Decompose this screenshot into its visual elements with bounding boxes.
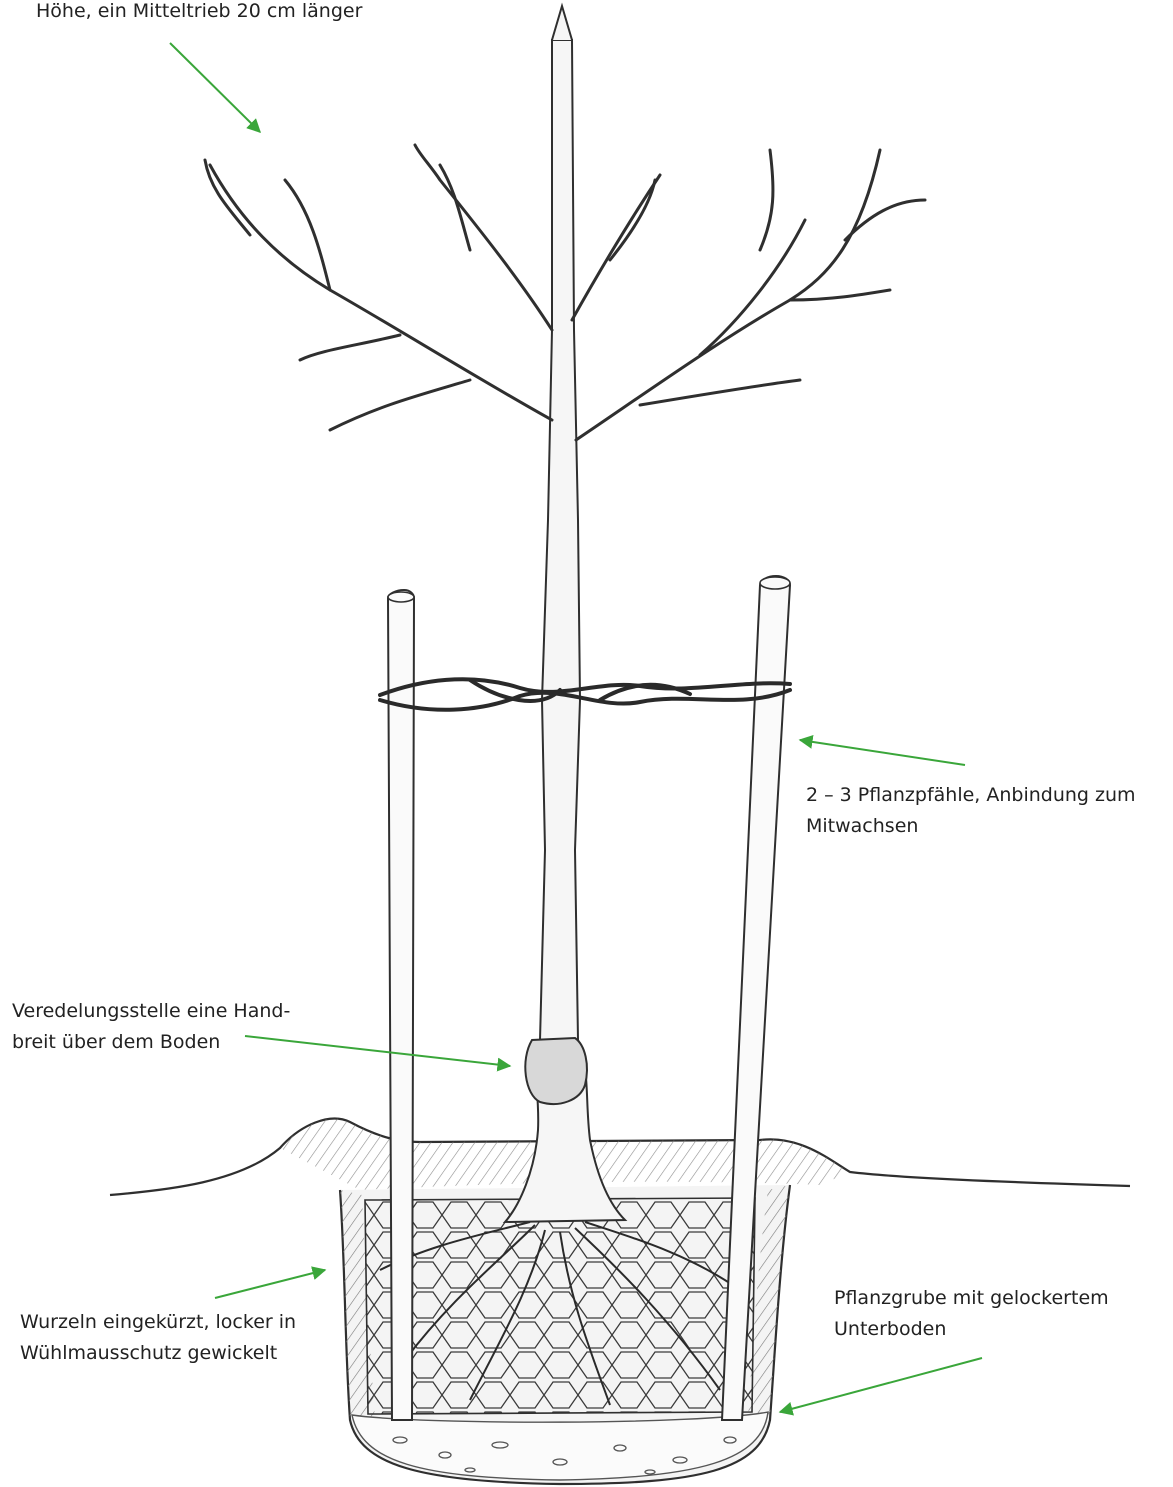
planting-stakes-label: 2 – 3 Pflanzpfähle, Anbindung zum Mitwac… [806,780,1136,842]
graft-union [525,1038,587,1104]
label-line: Pflanzgrube mit gelockertem [834,1283,1109,1314]
planting-stake-left [388,590,414,1420]
green-arrow-icon [800,740,965,765]
green-arrow-icon [780,1358,982,1412]
label-line: Unterboden [834,1314,1109,1345]
label-line: 2 – 3 Pflanzpfähle, Anbindung zum [806,780,1136,811]
roots-label: Wurzeln eingekürzt, locker in Wühlmaussc… [20,1307,296,1369]
central-leader-tip [552,6,572,40]
stake-tie [380,679,790,710]
green-arrow-icon [215,1270,325,1298]
green-arrow-icon [170,43,260,132]
label-line: Wurzeln eingekürzt, locker in [20,1307,296,1338]
label-line: Veredelungsstelle eine Hand- [12,996,290,1027]
label-line: Wühlmausschutz gewickelt [20,1338,296,1369]
crown-height-label: Höhe, ein Mitteltrieb 20 cm länger [36,0,362,27]
vole-protection-mesh [365,1198,755,1414]
label-line: Mitwachsen [806,811,1136,842]
graft-union-label: Veredelungsstelle eine Hand- breit über … [12,996,290,1058]
planting-pit-label: Pflanzgrube mit gelockertem Unterboden [834,1283,1109,1345]
label-line: breit über dem Boden [12,1027,290,1058]
label-line: Höhe, ein Mitteltrieb 20 cm länger [36,0,362,27]
